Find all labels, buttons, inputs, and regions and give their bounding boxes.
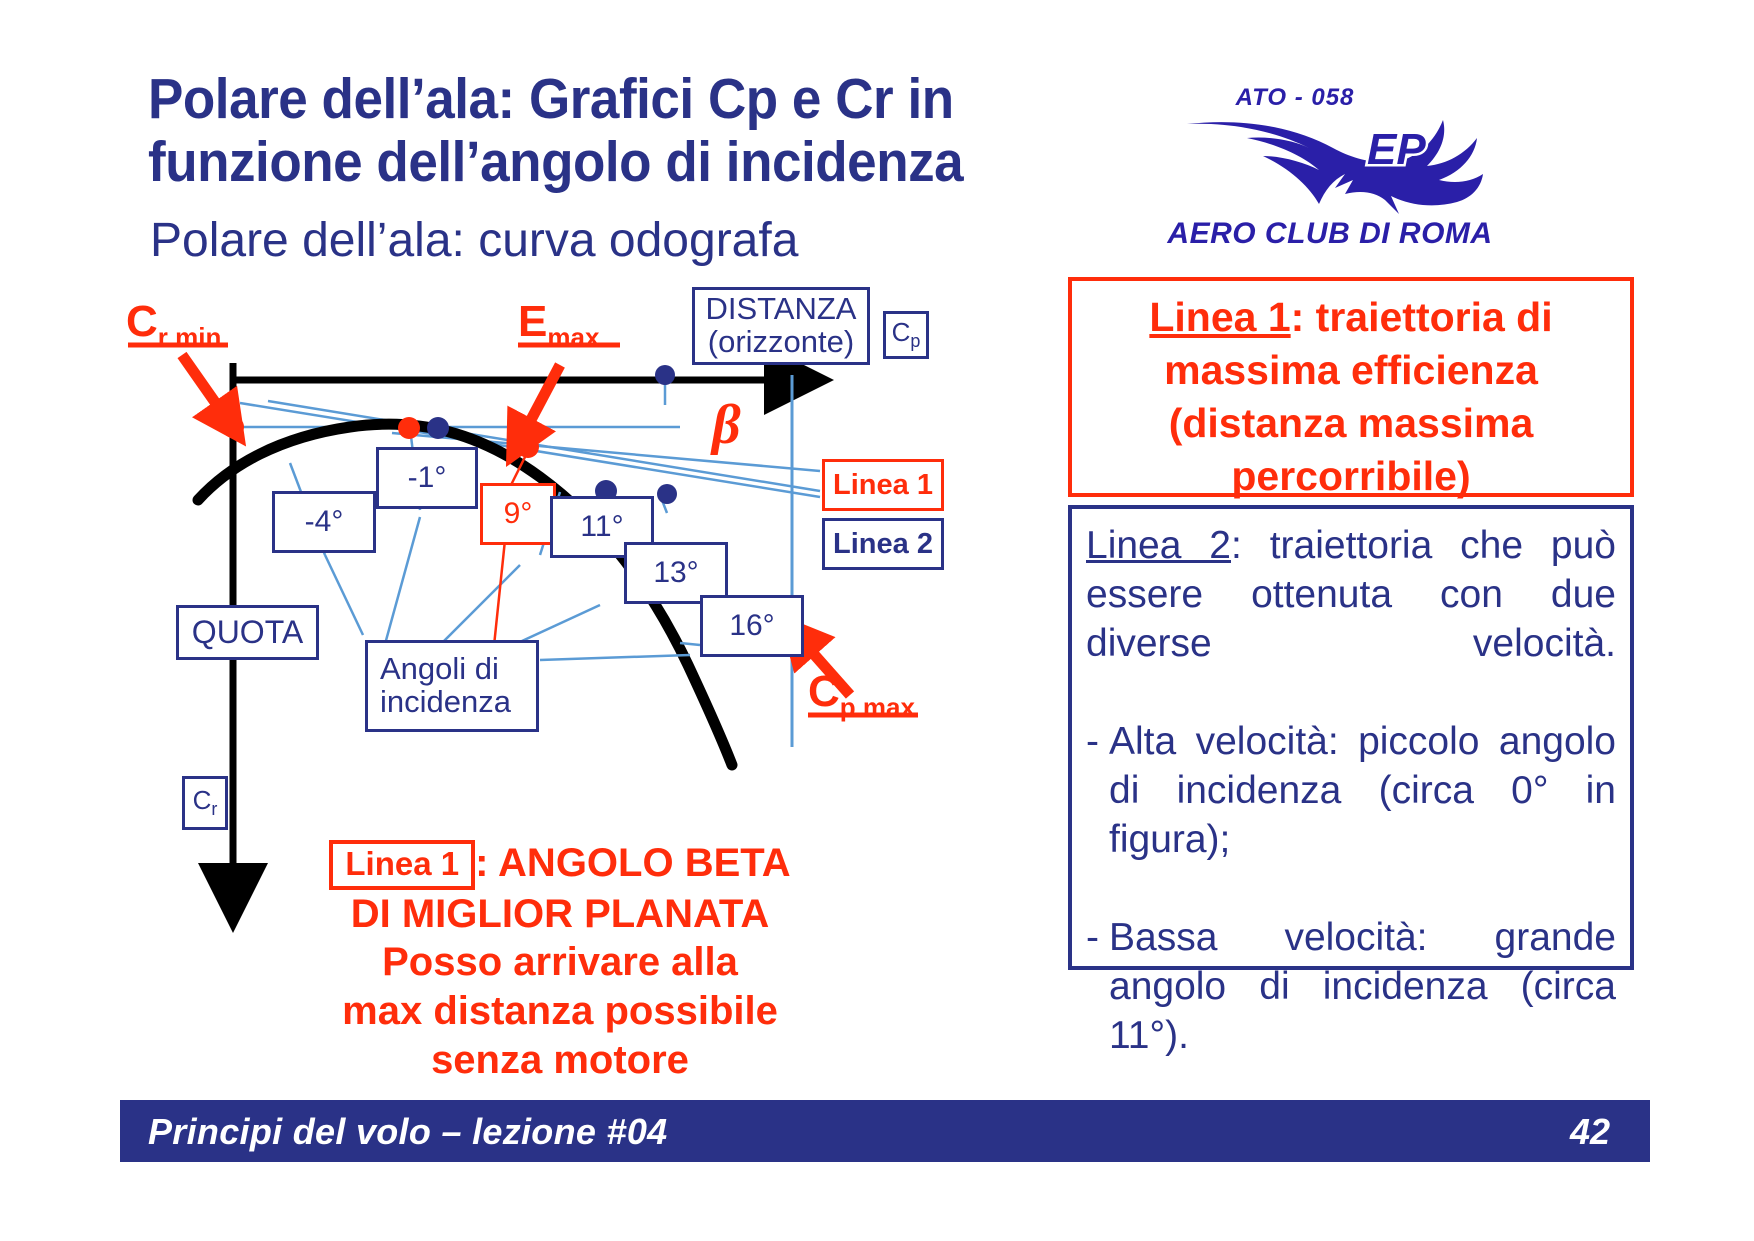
annotation-underlines <box>128 342 918 718</box>
cr-unit-box: Cr <box>182 776 228 830</box>
linea2-tag-box: Linea 2 <box>822 518 944 570</box>
e-max-symbol: E <box>518 297 548 346</box>
aero-club-logo: ATO - 058 EP EP AERO CLUB DI ROMA <box>1155 62 1505 262</box>
page-title: Polare dell’ala: Grafici Cp e Cr in funz… <box>148 67 964 194</box>
diagram-svg <box>128 342 918 933</box>
cr-unit-text: Cr <box>192 784 218 820</box>
point-horizon <box>655 365 675 385</box>
angle-box-9: 9° <box>480 483 556 545</box>
point-minus1 <box>398 417 420 439</box>
angle-box-16: 16° <box>700 595 804 657</box>
linea1-description-panel: Linea 1: traiettoria di massima efficien… <box>1068 277 1634 499</box>
beta-angle-caption: Linea 1: ANGOLO BETA DI MIGLIOR PLANATA … <box>300 840 820 1085</box>
slide-footer: Principi del volo – lezione #04 42 <box>120 1100 1650 1162</box>
angle-box-13: 13° <box>624 542 728 604</box>
linea2-paragraph: Linea 2: traiettoria che può essere otte… <box>1086 521 1616 717</box>
page-subtitle: Polare dell’ala: curva odografa <box>150 214 799 267</box>
cr-min-symbol: C <box>126 297 158 346</box>
distanza-line1: DISTANZA <box>705 291 857 327</box>
linea1-tag-box: Linea 1 <box>822 459 944 511</box>
cp-max-subscript: p max <box>839 691 915 722</box>
e-max-annotation: Emax <box>518 297 599 353</box>
angle-box-minus1: -1° <box>376 447 478 509</box>
linea2-lead: Linea 2 <box>1086 524 1231 567</box>
cp-unit-text: Cp <box>891 316 921 352</box>
angoli-line2: incidenza <box>380 684 511 719</box>
point-beta <box>657 484 677 504</box>
caption-line-3: Posso arrivare alla <box>382 940 738 985</box>
linea1-lead: Linea 1 <box>1149 294 1291 340</box>
arrow-e-max <box>505 362 565 468</box>
caption-line-4: max distanza possibile <box>342 989 778 1034</box>
svg-text:EP: EP <box>1367 125 1426 174</box>
point-zero <box>427 417 449 439</box>
distanza-line2: (orizzonte) <box>707 324 855 359</box>
caption-line-5: senza motore <box>431 1038 689 1083</box>
svg-text:EP: EP <box>1367 125 1426 174</box>
beta-symbol: β <box>712 394 741 456</box>
caption-line-2: DI MIGLIOR PLANATA <box>350 892 770 937</box>
angoli-incidenza-box: Angoli di incidenza <box>365 640 539 732</box>
polar-curve <box>192 418 738 771</box>
bullet-dash-2: - <box>1086 916 1099 959</box>
caption-linea1-tag: Linea 1 <box>329 840 476 891</box>
linea1-rest: : traiettoria di massima efficienza (dis… <box>1164 294 1553 499</box>
page-number: 42 <box>1569 1111 1610 1152</box>
cp-max-symbol: C <box>808 667 840 716</box>
linea2-bullet-1: - Alta velocità: piccolo angolo di incid… <box>1086 717 1616 913</box>
point-9deg <box>517 436 539 458</box>
linea2-rest: : traiettoria che può essere ottenuta co… <box>1086 524 1616 665</box>
e-max-subscript: max <box>547 321 600 352</box>
caption-row-1: Linea 1: ANGOLO BETA <box>300 840 820 891</box>
arrow-cr-min <box>177 351 247 447</box>
bullet-text-1: Alta velocità: piccolo angolo di inciden… <box>1109 720 1616 861</box>
odograph-diagram: Cr min Emax Cp max β DISTANZA (orizzonte… <box>120 265 1050 965</box>
linea2-description-panel: Linea 2: traiettoria che può essere otte… <box>1068 505 1634 1057</box>
cr-min-subscript: r min <box>157 321 222 352</box>
point-cr-min <box>222 416 244 438</box>
linea2-bullet-2: - Bassa velocità: grande angolo di incid… <box>1086 913 1616 1109</box>
bullet-text-2: Bassa velocità: grande angolo di inciden… <box>1109 916 1616 1057</box>
distanza-label-box: DISTANZA (orizzonte) <box>692 287 870 365</box>
angle-box-minus4: -4° <box>272 491 376 553</box>
logo-ato-code: ATO - 058 <box>1235 84 1355 111</box>
cp-unit-box: Cp <box>883 311 929 359</box>
cp-max-annotation: Cp max <box>808 667 915 723</box>
logo-club-name: AERO CLUB DI ROMA <box>1167 217 1493 250</box>
bullet-dash-1: - <box>1086 720 1099 763</box>
footer-text: Principi del volo – lezione #04 <box>148 1111 668 1152</box>
arrow-cp-max <box>778 614 855 699</box>
caption-line1: : ANGOLO BETA <box>475 841 791 885</box>
eagle-icon: EP EP <box>1187 120 1483 214</box>
angoli-line1: Angoli di <box>380 651 499 687</box>
quota-label-box: QUOTA <box>176 605 319 660</box>
cr-min-annotation: Cr min <box>126 297 221 353</box>
annotation-arrows <box>177 351 855 699</box>
